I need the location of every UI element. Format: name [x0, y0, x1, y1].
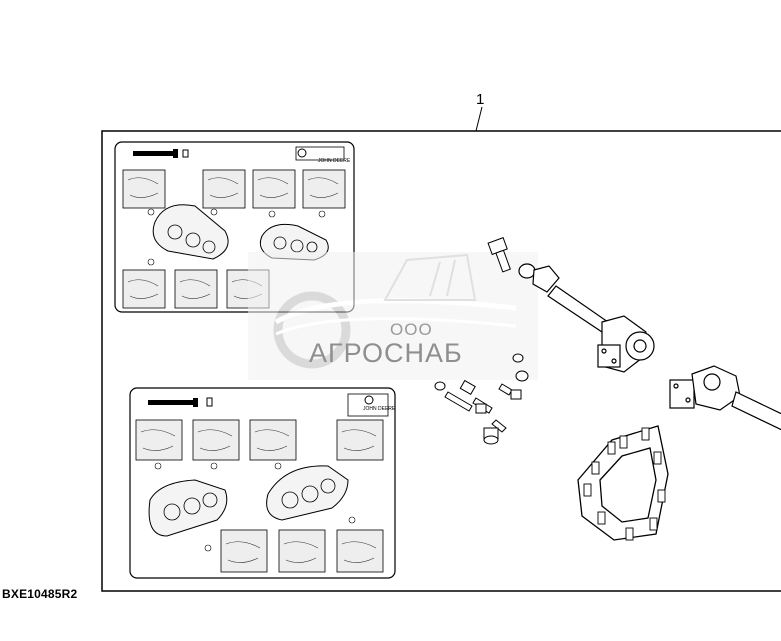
callout-number: 1 — [476, 91, 485, 108]
watermark-small-text: ООО — [390, 320, 433, 339]
watermark-name: АГРОСНАБ — [309, 338, 463, 368]
figure-code: BXE10485R2 — [2, 587, 78, 601]
mounting-plate — [577, 425, 669, 541]
watermark-logo — [248, 252, 538, 380]
decal-brand-label-2: JOHN DEERE — [363, 406, 396, 412]
decal-sheet-2 — [129, 387, 396, 579]
callout-leader — [475, 106, 483, 132]
decal-brand-label-1: JOHN DEERE — [318, 158, 351, 164]
kit-frame — [101, 130, 781, 592]
fasteners — [434, 237, 529, 445]
drive-shaft-upper — [518, 263, 655, 373]
drive-shaft-lower — [669, 365, 781, 431]
